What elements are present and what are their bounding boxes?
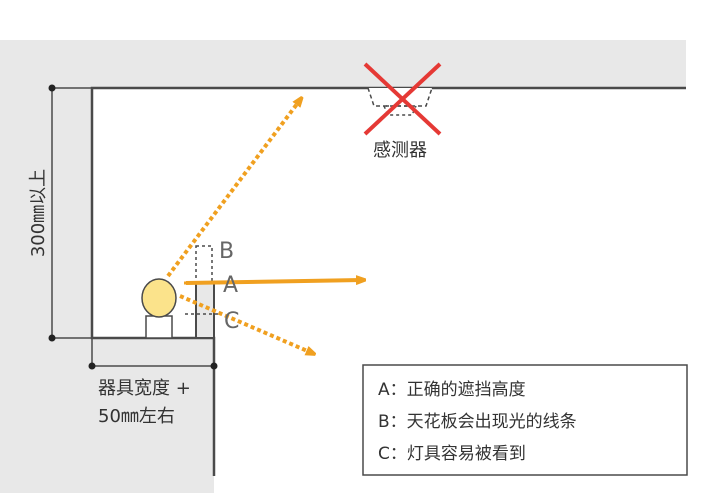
light-ray-up-arrow (166, 100, 300, 278)
width-dimension-dot-right (210, 362, 218, 370)
legend-item-a: A：正确的遮挡高度 (378, 380, 526, 400)
marker-c-label: C (224, 309, 239, 334)
lamp-bulb-icon (141, 278, 177, 318)
legend-item-b: B：天花板会出现光的线条 (378, 412, 577, 432)
width-dimension-dot-left (88, 362, 96, 370)
marker-a-label: A (223, 273, 238, 298)
sensor-label: 感测器 (373, 140, 427, 161)
wall-region (0, 40, 686, 493)
width-label-line2: 50㎜左右 (98, 406, 175, 427)
width-label-line1: 器具宽度 + (98, 378, 191, 399)
marker-b-label: B (219, 239, 234, 264)
light-ray-down-arrow (179, 294, 312, 353)
legend-box (362, 364, 688, 476)
height-label: 300㎜以上 (28, 169, 49, 257)
sensor-cross-icon-2 (363, 62, 442, 136)
height-dimension-dot-top (48, 84, 56, 92)
height-dimension-dot-bottom (48, 334, 56, 342)
cove-recess (195, 282, 215, 339)
room-area (93, 89, 686, 337)
legend-item-c: C：灯具容易被看到 (378, 444, 526, 464)
lamp-base (145, 315, 173, 339)
